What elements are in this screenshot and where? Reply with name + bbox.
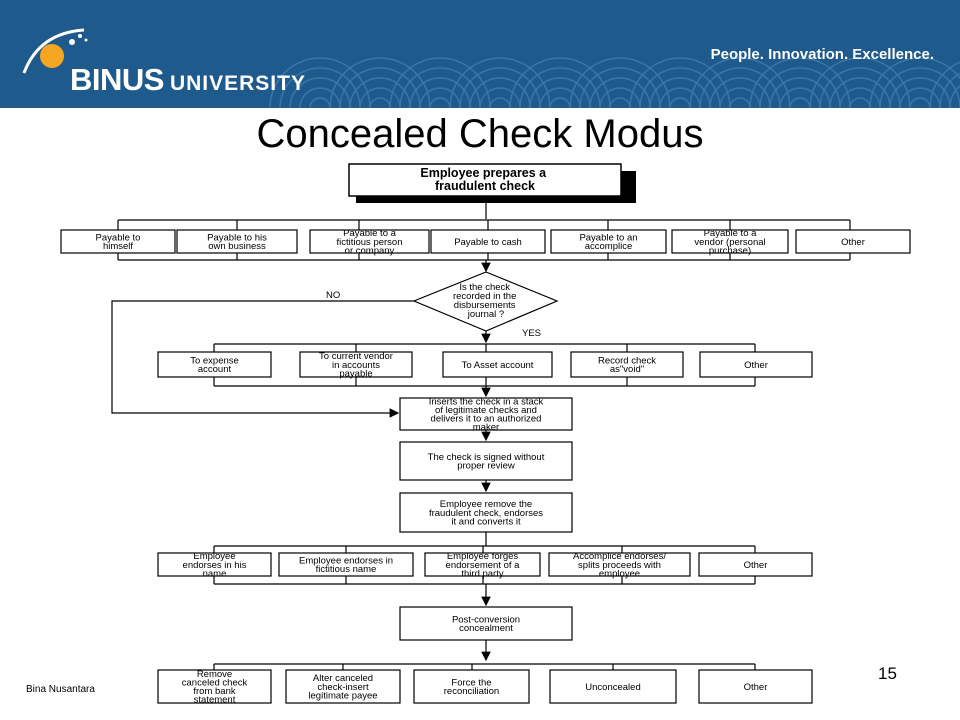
header-tagline: People. Innovation. Excellence. <box>710 46 934 63</box>
decision-diamond: Is the check recorded in the disbursemen… <box>412 271 559 332</box>
payees-box-text: Payable to cash <box>454 237 522 248</box>
slide-title: Concealed Check Modus <box>256 112 704 156</box>
endorsements-box-text: Accomplice endorses/splits proceeds with… <box>573 551 666 579</box>
connector-lines <box>111 197 851 670</box>
endorsements-box-5: Other <box>698 552 813 577</box>
payees-box-text: Other <box>841 237 865 248</box>
endorsements-box-4: Accomplice endorses/splits proceeds with… <box>548 551 691 579</box>
start-box-text: Employee prepares a fraudulent check <box>420 166 549 193</box>
recordings-box-text: To Asset account <box>462 360 534 371</box>
footer-organization: Bina Nusantara <box>26 684 95 695</box>
concealments-box-text: Other <box>744 682 768 693</box>
start-box: Employee prepares a fraudulent check <box>348 163 622 197</box>
concealments-box-5: Other <box>698 669 813 704</box>
header-arc-pattern <box>269 57 960 108</box>
decision-text: Is the check recorded in the disbursemen… <box>453 282 519 320</box>
page-number: 15 <box>878 664 897 683</box>
payees-box-4: Payable to cash <box>430 229 546 254</box>
recordings-box-5: Other <box>699 351 813 378</box>
recordings-box-text: Other <box>744 360 768 371</box>
concealments-box-text: Unconcealed <box>585 682 640 693</box>
recordings-box-3: To Asset account <box>442 351 553 378</box>
yes-label: YES <box>522 328 541 339</box>
no-label: NO <box>326 290 340 301</box>
concealments-box-4: Unconcealed <box>549 669 677 704</box>
payees-box-7: Other <box>795 229 911 254</box>
binus-logo-icon <box>22 28 88 74</box>
endorsements-box-text: Other <box>744 560 768 571</box>
